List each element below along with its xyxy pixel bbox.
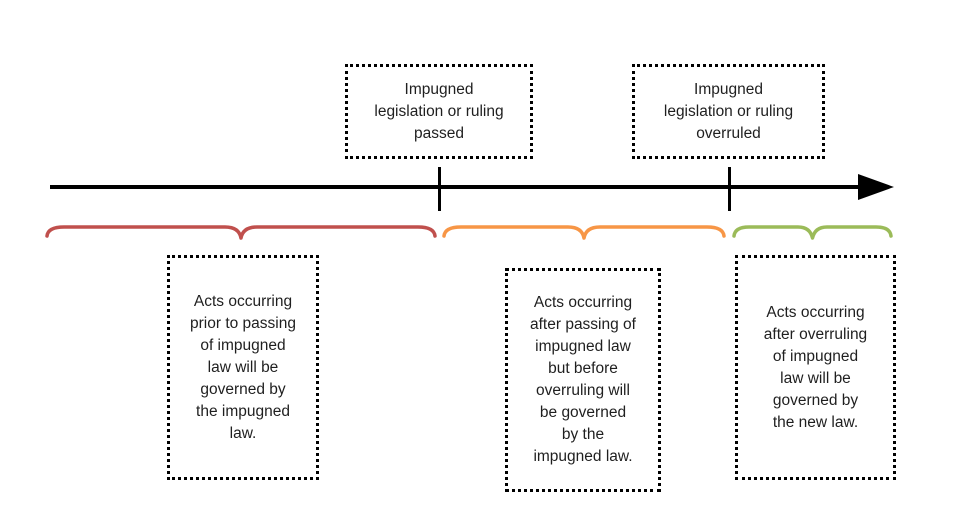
event-box-overruled: Impugned legislation or ruling overruled [632,64,825,159]
period-box-between: Acts occurring after passing of impugned… [505,268,661,492]
timeline-arrow-line [50,185,862,189]
period-between-label: Acts occurring after passing of impugned… [530,294,636,465]
brace-before-passing-path [45,225,437,240]
brace-between-path [442,225,726,240]
brace-before-passing [45,225,437,240]
period-before-passing-label: Acts occurring prior to passing of impug… [190,292,296,442]
event-overruled-label: Impugned legislation or ruling overruled [663,80,794,142]
event-passed-label: Impugned legislation or ruling passed [374,80,504,142]
period-after-overruling-label: Acts occurring after overruling of impug… [763,303,868,431]
event-box-passed: Impugned legislation or ruling passed [345,64,533,159]
tick-mark-passed [438,167,441,211]
brace-between-passing-and-overruling [442,225,726,240]
brace-after-path [732,225,893,240]
tick-mark-overruled [728,167,731,211]
timeline-arrowhead-icon [858,174,894,200]
period-box-after-overruling: Acts occurring after overruling of impug… [735,255,896,480]
brace-after-overruling [732,225,893,240]
period-box-before-passing: Acts occurring prior to passing of impug… [167,255,319,480]
